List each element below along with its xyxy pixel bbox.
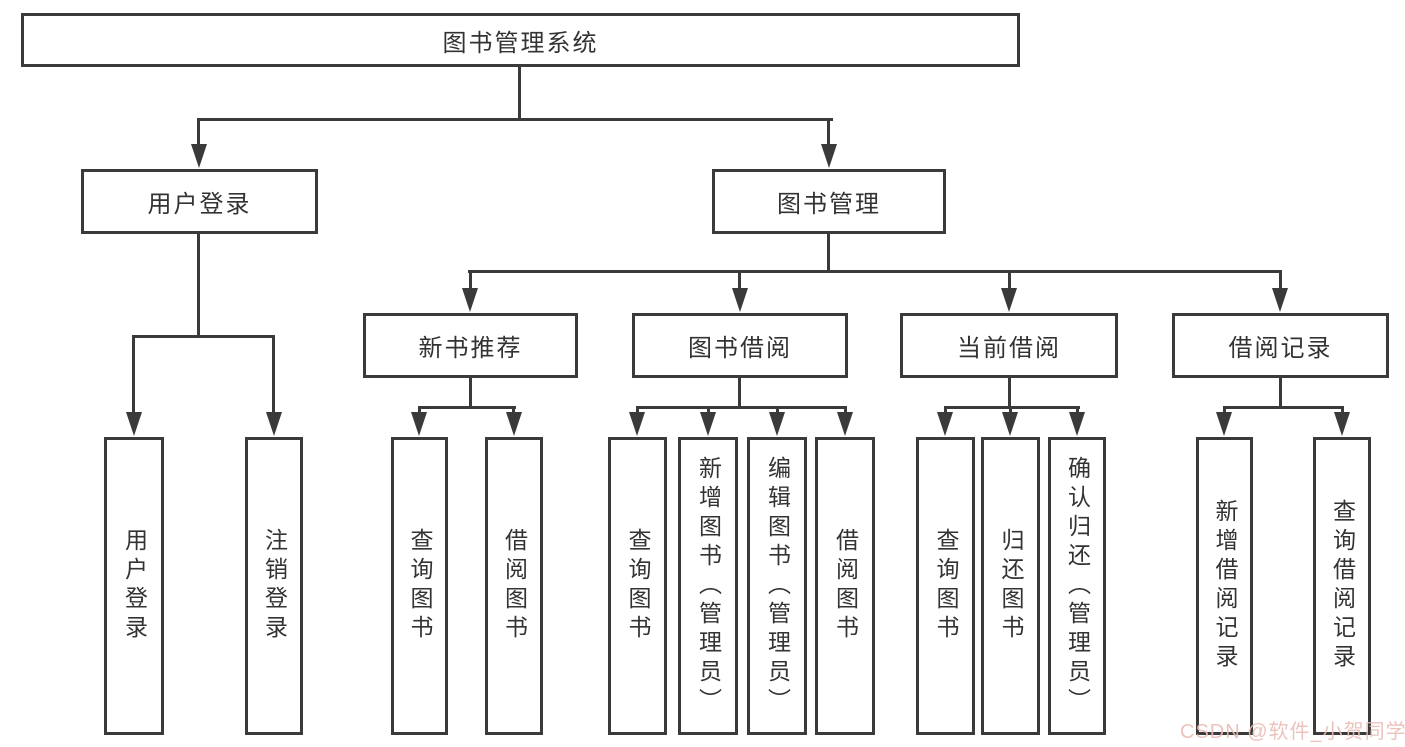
connector-line	[1341, 406, 1344, 415]
node-book-borrowing: 图书借阅	[632, 313, 848, 378]
connector-line	[197, 118, 833, 121]
node-new-book-recommend: 新书推荐	[363, 313, 578, 378]
connector-line	[1008, 270, 1011, 291]
csdn-watermark: CSDN @软件_小贺同学	[1180, 721, 1405, 743]
connector-line	[707, 406, 710, 415]
connector-line	[944, 406, 947, 415]
connector-line	[636, 406, 846, 409]
node-leaf-nb-borrow-books: 借阅图书	[485, 437, 543, 735]
connector-line	[636, 406, 639, 415]
connector-line	[944, 406, 1080, 409]
node-library-management-system: 图书管理系统	[21, 13, 1020, 67]
connector-line	[1009, 406, 1012, 415]
connector-line	[1279, 377, 1282, 408]
connector-line	[197, 232, 200, 336]
arrow-down-icon	[1334, 412, 1350, 436]
arrow-down-icon	[1002, 412, 1018, 436]
arrow-down-icon	[1272, 288, 1288, 312]
node-leaf-cb-query-books: 查询图书	[916, 437, 975, 735]
connector-line	[518, 66, 521, 120]
connector-line	[469, 377, 472, 408]
connector-line	[418, 406, 421, 415]
connector-line	[197, 118, 200, 148]
arrow-down-icon	[506, 412, 522, 436]
node-leaf-cb-return-books: 归还图书	[981, 437, 1040, 735]
arrow-down-icon	[411, 412, 427, 436]
arrow-down-icon	[700, 412, 716, 436]
node-leaf-br-add-record: 新增借阅记录	[1196, 437, 1253, 735]
arrow-down-icon	[126, 412, 142, 436]
node-user-login: 用户登录	[81, 169, 318, 234]
connector-line	[468, 270, 1282, 273]
node-leaf-bb-edit-books-admin: 编辑图书（管理员）	[747, 437, 807, 735]
arrow-down-icon	[837, 412, 853, 436]
connector-line	[1223, 406, 1226, 415]
arrow-down-icon	[1001, 288, 1017, 312]
arrow-down-icon	[629, 412, 645, 436]
node-leaf-bb-query-books: 查询图书	[608, 437, 667, 735]
node-book-management: 图书管理	[712, 169, 946, 234]
node-leaf-nb-query-books: 查询图书	[391, 437, 448, 735]
connector-line	[469, 270, 472, 291]
node-leaf-bb-add-books-admin: 新增图书（管理员）	[678, 437, 738, 735]
arrow-down-icon	[266, 412, 282, 436]
connector-line	[1076, 406, 1079, 415]
node-current-borrowing: 当前借阅	[900, 313, 1118, 378]
connector-line	[132, 335, 135, 415]
connector-line	[1008, 377, 1011, 408]
node-leaf-cb-confirm-return-admin: 确认归还（管理员）	[1048, 437, 1106, 735]
node-leaf-br-query-record: 查询借阅记录	[1313, 437, 1371, 735]
node-borrowing-records: 借阅记录	[1172, 313, 1389, 378]
arrow-down-icon	[769, 412, 785, 436]
connector-line	[738, 270, 741, 291]
node-leaf-bb-borrow-books: 借阅图书	[815, 437, 875, 735]
connector-line	[738, 377, 741, 408]
connector-line	[1223, 406, 1344, 409]
connector-line	[1279, 270, 1282, 291]
connector-line	[844, 406, 847, 415]
arrow-down-icon	[937, 412, 953, 436]
connector-line	[272, 335, 275, 415]
arrow-down-icon	[1069, 412, 1085, 436]
connector-line	[827, 232, 830, 273]
connector-line	[132, 335, 275, 338]
node-leaf-logout: 注销登录	[245, 437, 303, 735]
connector-line	[512, 406, 515, 415]
arrow-down-icon	[1216, 412, 1232, 436]
arrow-down-icon	[462, 288, 478, 312]
arrow-down-icon	[821, 144, 837, 168]
connector-line	[418, 406, 516, 409]
arrow-down-icon	[191, 144, 207, 168]
node-leaf-user-login: 用户登录	[104, 437, 164, 735]
connector-line	[827, 118, 830, 148]
arrow-down-icon	[732, 288, 748, 312]
connector-line	[776, 406, 779, 415]
